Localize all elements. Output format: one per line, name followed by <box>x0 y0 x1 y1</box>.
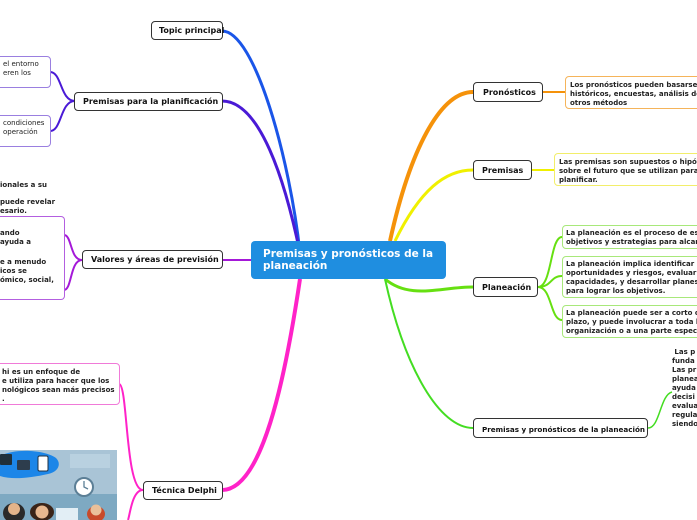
node-pronosticos-label: Pronósticos <box>483 88 536 97</box>
note-planeacion-3[interactable]: La planeación puede ser a corto o plazo,… <box>562 305 697 338</box>
note-premisas[interactable]: Las premisas son supuestos o hipót sobre… <box>554 153 697 186</box>
note-line: ómico, social, <box>0 276 54 284</box>
note-line: ando <box>0 229 20 237</box>
note-premisas-planificacion-2[interactable]: condiciones operación <box>0 115 51 147</box>
note-line: operación <box>3 128 38 136</box>
branch-planeacion <box>384 277 474 293</box>
side-line: planea <box>672 375 697 383</box>
tablet-icon <box>37 455 49 472</box>
node-premisas-pronosticos[interactable]: Premisas y pronósticos de la planeación <box>473 418 648 438</box>
side-line: regula <box>672 411 697 419</box>
node-premisas-planificacion-label: Premisas para la planificación <box>83 97 219 106</box>
note-line: otros métodos <box>570 99 628 107</box>
note-line: planificar. <box>559 176 598 184</box>
note-line: plazo, y puede involucrar a toda la <box>566 318 697 326</box>
fragment-line: puede revelar <box>0 198 56 206</box>
side-line: evalua <box>672 402 697 410</box>
node-valores-areas[interactable]: Valores y áreas de previsión <box>82 250 223 269</box>
node-tecnica-delphi[interactable]: Técnica Delphi <box>143 481 223 500</box>
side-line: decisi <box>672 393 695 401</box>
note-planeacion-2[interactable]: La planeación implica identificar oportu… <box>562 256 697 298</box>
note-line: objetivos y estrategias para alcan <box>566 238 697 246</box>
fragment-line: esario. <box>0 207 27 215</box>
branch-topic-principal <box>221 29 302 254</box>
note-valores-areas[interactable]: ando ayuda a e a menudo icos se ómico, s… <box>0 216 65 300</box>
note-line: icos se <box>0 267 27 275</box>
note-line <box>0 247 64 258</box>
note-line: organización o a una parte especí <box>566 327 697 335</box>
note-line: La planeación puede ser a corto o <box>566 309 697 317</box>
node-tecnica-delphi-label: Técnica Delphi <box>152 486 217 495</box>
side-line: Las pr <box>672 366 697 374</box>
note-tecnica-delphi[interactable]: hi es un enfoque de e utiliza para hacer… <box>0 363 120 405</box>
phone-icon <box>17 460 30 470</box>
branch-premisas-pronosticos <box>384 278 474 429</box>
branch-premisas <box>393 168 474 242</box>
note-planeacion-1[interactable]: La planeación es el proceso de es objeti… <box>562 225 697 249</box>
connector-planeacion-note-1 <box>537 236 563 288</box>
note-line: Las premisas son supuestos o hipót <box>559 158 697 166</box>
valores-text-fragment: ionales a su puede revelar esario. <box>0 181 65 221</box>
side-line: ayuda <box>672 384 696 392</box>
node-topic-principal[interactable]: Topic principal <box>151 21 225 40</box>
side-line: funda <box>672 357 695 365</box>
fragment-line: ionales a su <box>0 181 47 189</box>
note-line: capacidades, y desarrollar planes <box>566 278 697 286</box>
connector-planeacion-note-3 <box>537 286 563 321</box>
note-line: históricos, encuestas, análisis de <box>570 90 697 98</box>
note-line: La planeación implica identificar <box>566 260 695 268</box>
note-line: nológicos sean más precisos <box>2 386 115 394</box>
connector-delphi-image <box>127 489 144 520</box>
branch-tecnica-delphi <box>221 278 302 492</box>
premisas-pronosticos-side-text: Las p funda Las pr planea ayuda decisi e… <box>672 348 697 430</box>
note-line: oportunidades y riesgos, evaluar <box>566 269 697 277</box>
note-line: e a menudo <box>0 258 47 266</box>
note-line: Los pronósticos pueden basarse <box>570 81 697 89</box>
note-line: . <box>2 395 5 403</box>
side-line: siendo <box>672 420 697 428</box>
connector-delphi-note <box>118 383 144 491</box>
monitor-icon <box>0 454 12 465</box>
node-planeacion[interactable]: Planeación <box>473 277 538 297</box>
node-premisas-label: Premisas <box>482 166 524 175</box>
node-topic-principal-label: Topic principal <box>159 26 225 35</box>
illustration-people-devices <box>0 450 117 520</box>
side-line: Las p <box>672 348 696 356</box>
connector-premisas-note-2 <box>49 100 76 132</box>
note-premisas-planificacion-1[interactable]: el entorno eren los <box>0 56 51 88</box>
note-line: condiciones <box>3 119 45 127</box>
node-pronosticos[interactable]: Pronósticos <box>473 82 543 102</box>
central-topic[interactable]: Premisas y pronósticos de la planeación <box>251 241 446 279</box>
node-premisas-pronosticos-label: Premisas y pronósticos de la planeación <box>482 425 645 434</box>
note-line: el entorno <box>3 60 39 68</box>
note-line: sobre el futuro que se utilizan para <box>559 167 697 175</box>
note-line: eren los <box>3 69 31 77</box>
branch-pronosticos <box>388 90 474 242</box>
node-planeacion-label: Planeación <box>482 283 532 292</box>
central-topic-title: Premisas y pronósticos de la planeación <box>263 248 434 272</box>
connector-premisas-note-1 <box>49 71 76 102</box>
node-premisas[interactable]: Premisas <box>473 160 532 180</box>
note-line: hi es un enfoque de <box>2 368 81 376</box>
note-pronosticos[interactable]: Los pronósticos pueden basarse histórico… <box>565 76 697 109</box>
note-line: ayuda a <box>0 238 31 246</box>
connector-premisas-pronosticos-side <box>647 391 673 429</box>
branch-premisas-planificacion <box>221 99 302 254</box>
connector-valores-note-b <box>63 259 83 291</box>
node-premisas-planificacion[interactable]: Premisas para la planificación <box>74 92 223 111</box>
node-valores-areas-label: Valores y áreas de previsión <box>91 255 219 264</box>
note-line: para lograr los objetivos. <box>566 287 666 295</box>
connector-valores-note <box>63 234 83 261</box>
note-line: La planeación es el proceso de es <box>566 229 697 237</box>
fragment-line <box>0 190 65 198</box>
note-line: e utiliza para hacer que los <box>2 377 110 385</box>
